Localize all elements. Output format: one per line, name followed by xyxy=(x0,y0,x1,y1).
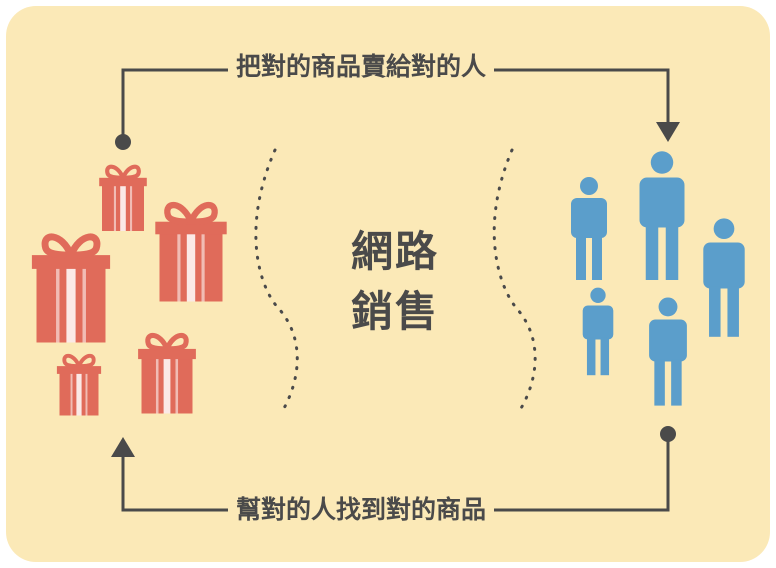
diagram-background xyxy=(6,6,770,562)
center-title-line1: 網路 xyxy=(350,227,439,276)
left-dotted-separator xyxy=(254,148,299,412)
bottom-flow-start-dot xyxy=(660,426,676,442)
center-title: 網路 銷售 xyxy=(330,222,460,342)
center-title-line2: 銷售 xyxy=(350,287,439,336)
top-flow-start-dot xyxy=(115,134,131,150)
bottom-flow-label: 幫對的人找到對的商品 xyxy=(228,490,495,530)
top-flow-arrowhead xyxy=(656,122,680,142)
gift-icon xyxy=(138,335,196,413)
person-icon xyxy=(582,287,614,376)
gift-icon xyxy=(155,205,226,301)
gift-icon xyxy=(99,167,147,231)
person-icon xyxy=(639,151,685,280)
right-dotted-separator xyxy=(492,148,537,412)
bottom-flow-arrowhead xyxy=(111,437,135,457)
top-flow-label: 把對的商品賣給對的人 xyxy=(228,47,495,87)
person-icon xyxy=(649,297,687,406)
person-icon xyxy=(571,177,607,280)
gift-icon xyxy=(54,353,104,418)
gift-icon xyxy=(32,237,110,343)
person-icon xyxy=(703,218,745,337)
